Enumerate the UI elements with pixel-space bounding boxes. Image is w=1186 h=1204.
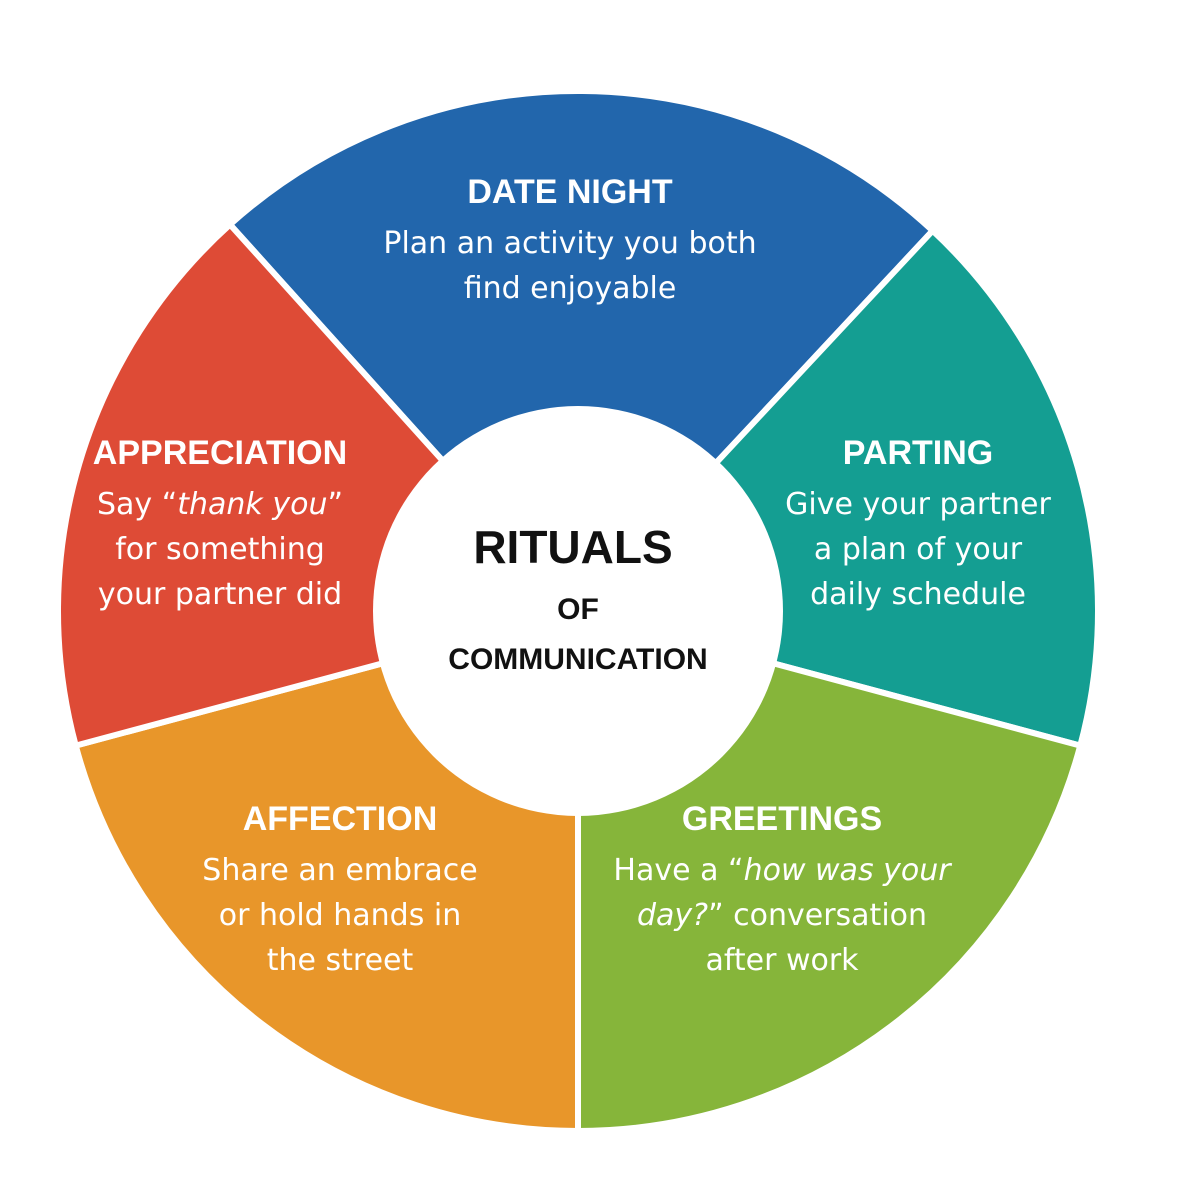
- center-circle: [373, 406, 783, 816]
- description-text-run: ” conversation: [708, 898, 927, 933]
- description-text-run: for something: [115, 532, 325, 567]
- description-text-run: the street: [267, 943, 414, 978]
- description-text-run: your partner did: [98, 577, 342, 612]
- segment-affection-description-line: or hold hands in: [219, 898, 461, 933]
- segment-appreciation-description-line: for something: [115, 532, 325, 567]
- description-text-run: Plan an activity you both: [383, 226, 756, 261]
- segment-affection-label: AFFECTION Share an embrace or hold hands i…: [202, 800, 477, 978]
- segment-appreciation-description-line: Say “thank you”: [97, 487, 343, 522]
- description-text-run: after work: [705, 943, 859, 978]
- segment-parting-label: PARTING Give your partner a plan of your da…: [785, 434, 1051, 612]
- segment-date-night-title: DATE NIGHT: [467, 173, 672, 211]
- description-text-run: Give your partner: [785, 487, 1051, 522]
- segment-greetings-label: GREETINGS Have a “how was your day?” conve…: [613, 800, 952, 978]
- segments-layer: [55, 88, 1101, 1135]
- segment-date-night-description-line: Plan an activity you both: [383, 226, 756, 261]
- center-subtitle-of: OF: [557, 593, 599, 626]
- segment-parting-title: PARTING: [843, 434, 993, 472]
- segment-greetings-description-line: Have a “how was your: [613, 853, 952, 888]
- description-text-run: find enjoyable: [464, 271, 677, 306]
- segment-parting-description-line: a plan of your: [814, 532, 1023, 567]
- description-text-run: Say “: [97, 487, 177, 522]
- description-text-run: a plan of your: [814, 532, 1023, 567]
- center-subtitle-communication: COMMUNICATION: [448, 643, 707, 676]
- segment-greetings-description-line: day?” conversation: [637, 898, 927, 933]
- description-text-run: Have a “: [613, 853, 743, 888]
- description-text-run: thank you: [177, 487, 327, 522]
- segment-greetings-description-line: after work: [705, 943, 859, 978]
- description-text-run: ”: [327, 487, 343, 522]
- segment-date-night-description-line: find enjoyable: [464, 271, 677, 306]
- segment-affection-title: AFFECTION: [243, 800, 438, 838]
- segment-parting-description-line: daily schedule: [810, 577, 1026, 612]
- labels-layer: DATE NIGHT Plan an activity you both find …: [93, 173, 1052, 978]
- segment-greetings-title: GREETINGS: [682, 800, 882, 838]
- description-text-run: daily schedule: [810, 577, 1026, 612]
- description-text-run: or hold hands in: [219, 898, 461, 933]
- segment-appreciation-description-line: your partner did: [98, 577, 342, 612]
- center-title: RITUALS: [473, 521, 672, 573]
- segment-parting-description-line: Give your partner: [785, 487, 1051, 522]
- segment-appreciation-title: APPRECIATION: [93, 434, 347, 472]
- segment-affection-description-line: Share an embrace: [202, 853, 477, 888]
- description-text-run: how was your: [744, 853, 953, 888]
- segment-affection-description-line: the street: [267, 943, 414, 978]
- segment-date-night-label: DATE NIGHT Plan an activity you both find …: [383, 173, 756, 306]
- description-text-run: Share an embrace: [202, 853, 477, 888]
- center-hub: RITUALS OF COMMUNICATION: [373, 406, 783, 816]
- description-text-run: day?: [637, 898, 708, 933]
